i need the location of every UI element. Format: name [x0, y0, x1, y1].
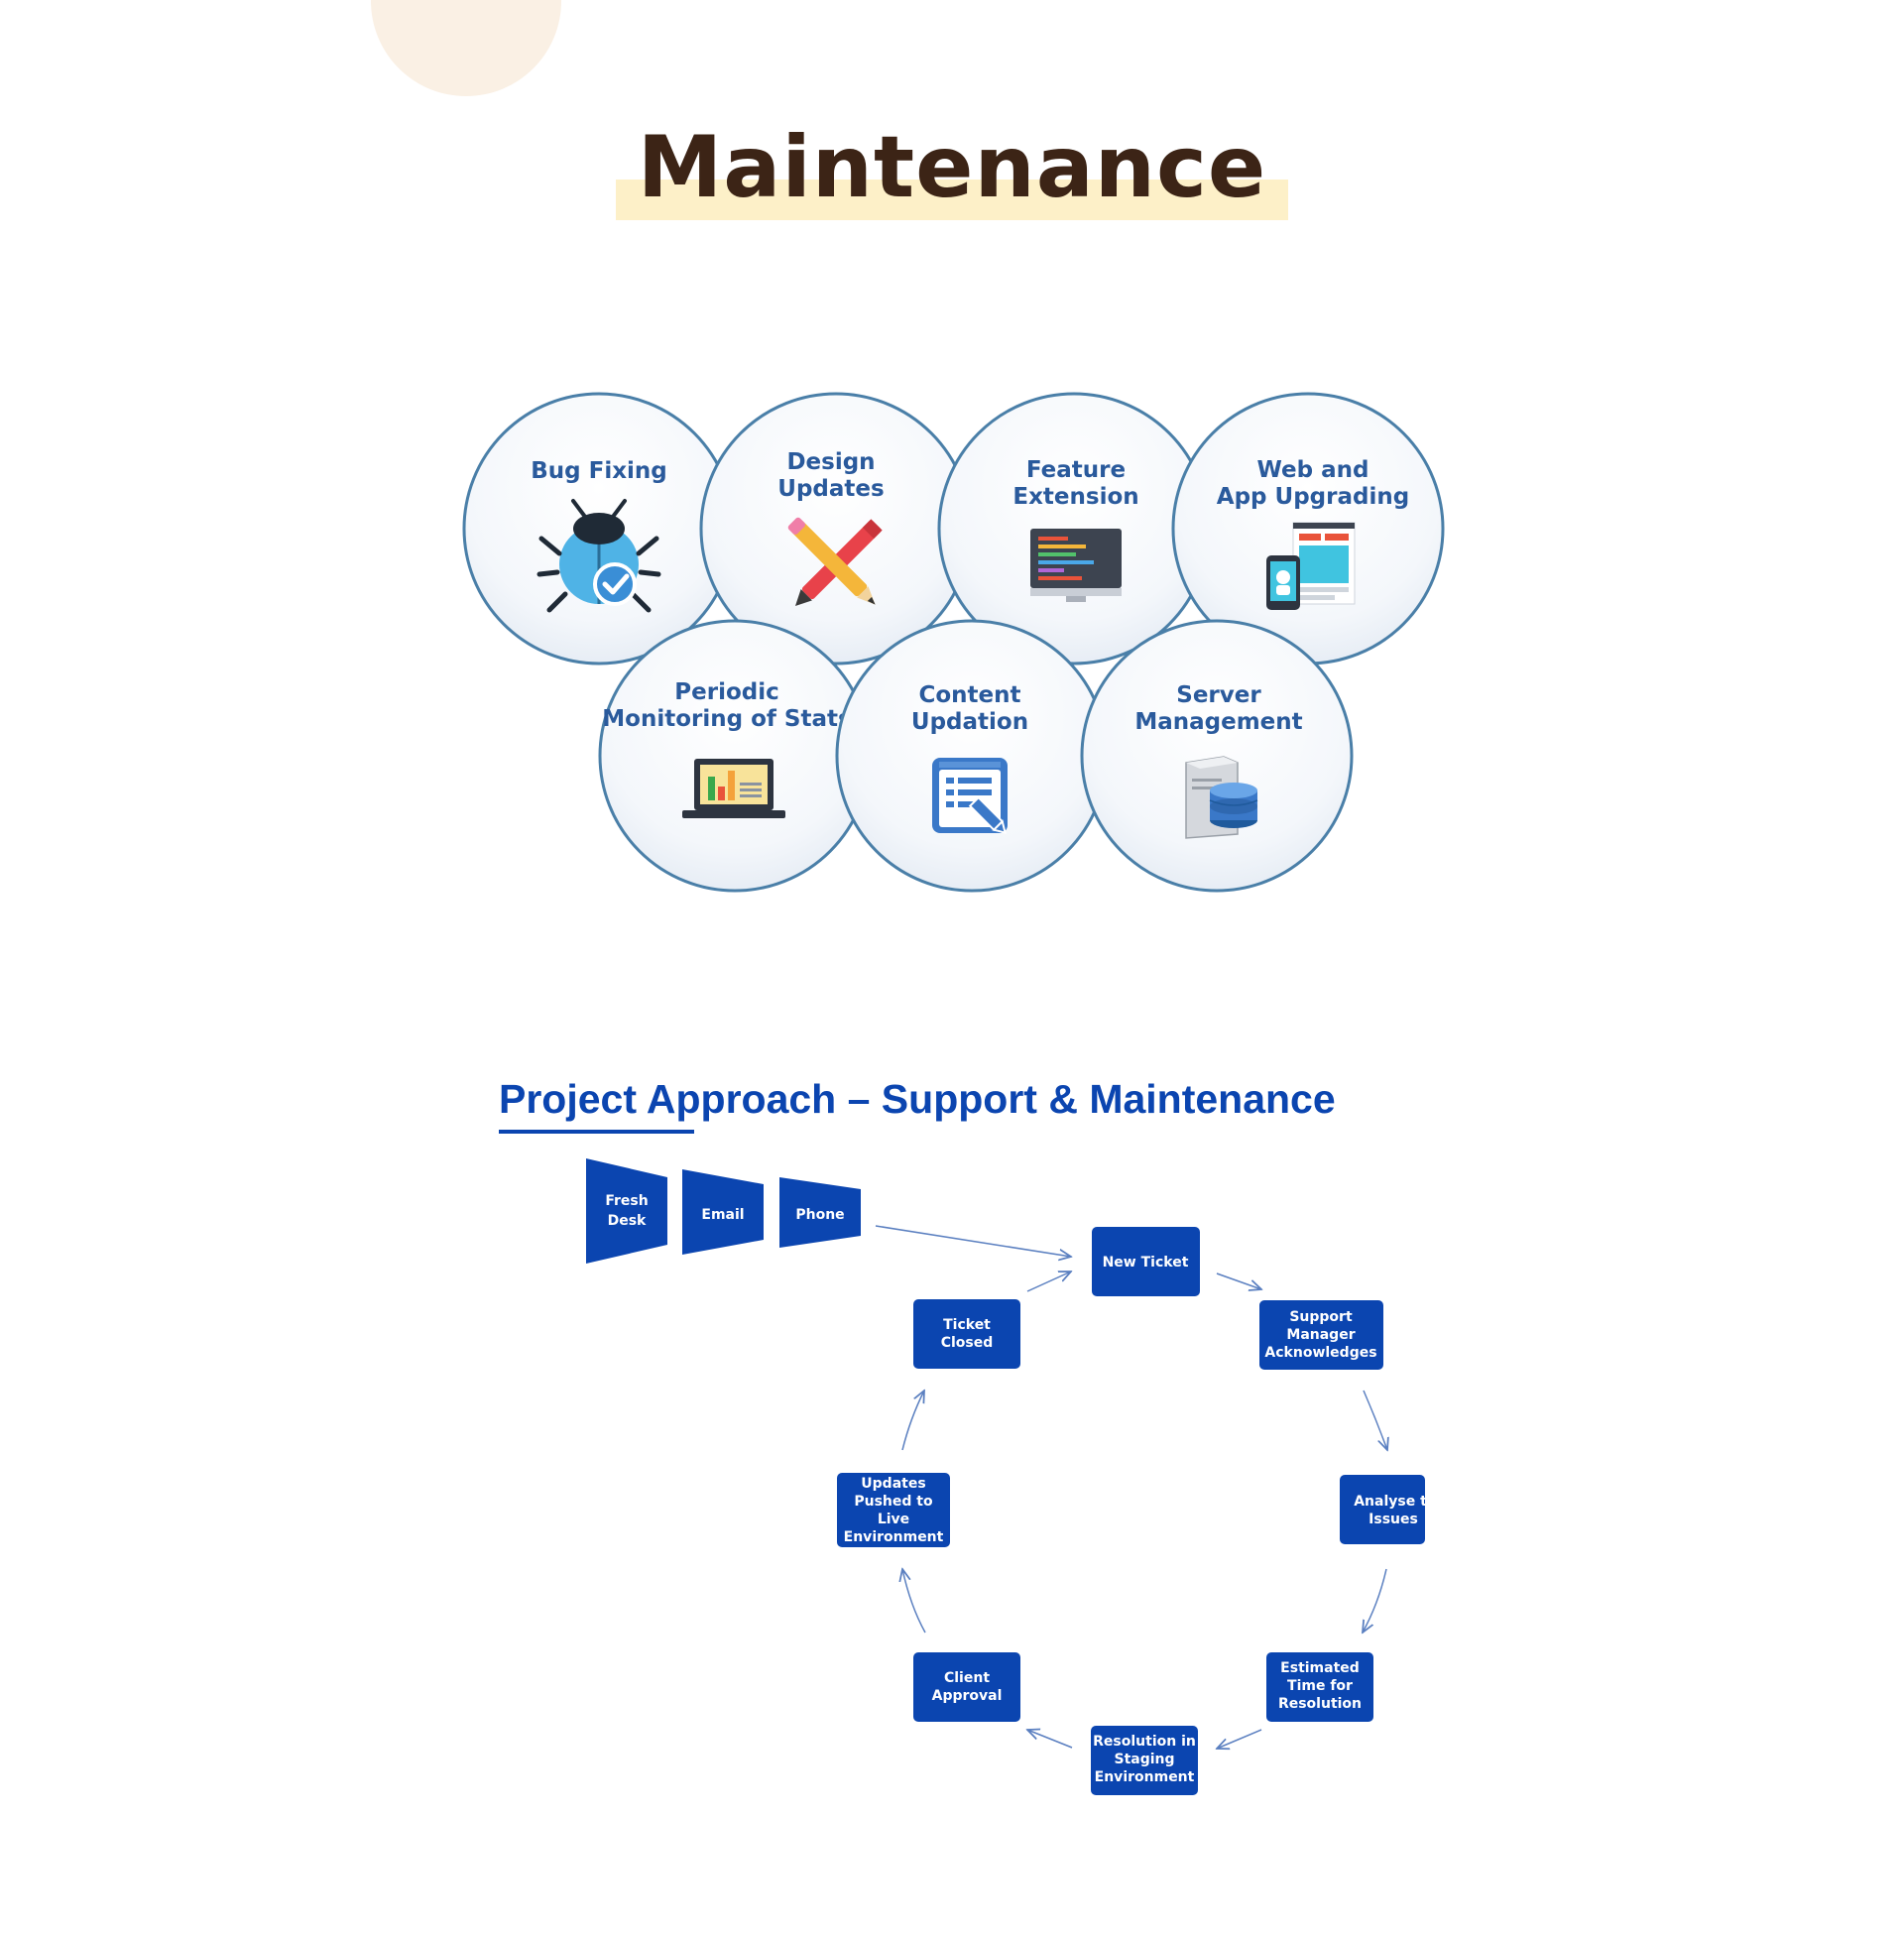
monitor-code-icon	[1030, 529, 1122, 602]
document-edit-icon	[932, 758, 1008, 834]
approach-section: Project Approach – Support & Maintenance…	[499, 1076, 1437, 1795]
laptop-chart-icon	[682, 759, 785, 818]
approach-title-underline	[499, 1130, 694, 1134]
title-box: Maintenance	[615, 118, 1289, 220]
pencil-brush-icon	[787, 517, 883, 607]
service-label-bug: Bug Fixing	[531, 458, 667, 484]
bug-icon	[536, 499, 661, 613]
svg-text:New Ticket: New Ticket	[1103, 1255, 1189, 1271]
flow-arrows	[875, 1225, 1387, 1749]
page-header: Maintenance	[0, 118, 1904, 220]
svg-text:Email: Email	[701, 1207, 744, 1223]
approach-title: Project Approach – Support & Maintenance	[499, 1076, 1336, 1122]
server-database-icon	[1185, 756, 1258, 839]
web-app-icon	[1266, 522, 1356, 610]
title-highlight	[615, 180, 1289, 220]
page-title: Maintenance	[637, 118, 1267, 217]
service-bubble-bug: Bug Fixing	[462, 392, 736, 666]
svg-text:Phone: Phone	[795, 1207, 844, 1223]
step-new-ticket: New Ticket	[1092, 1227, 1200, 1296]
channel-email: Email	[682, 1169, 764, 1255]
channel-phone: Phone	[779, 1177, 861, 1248]
